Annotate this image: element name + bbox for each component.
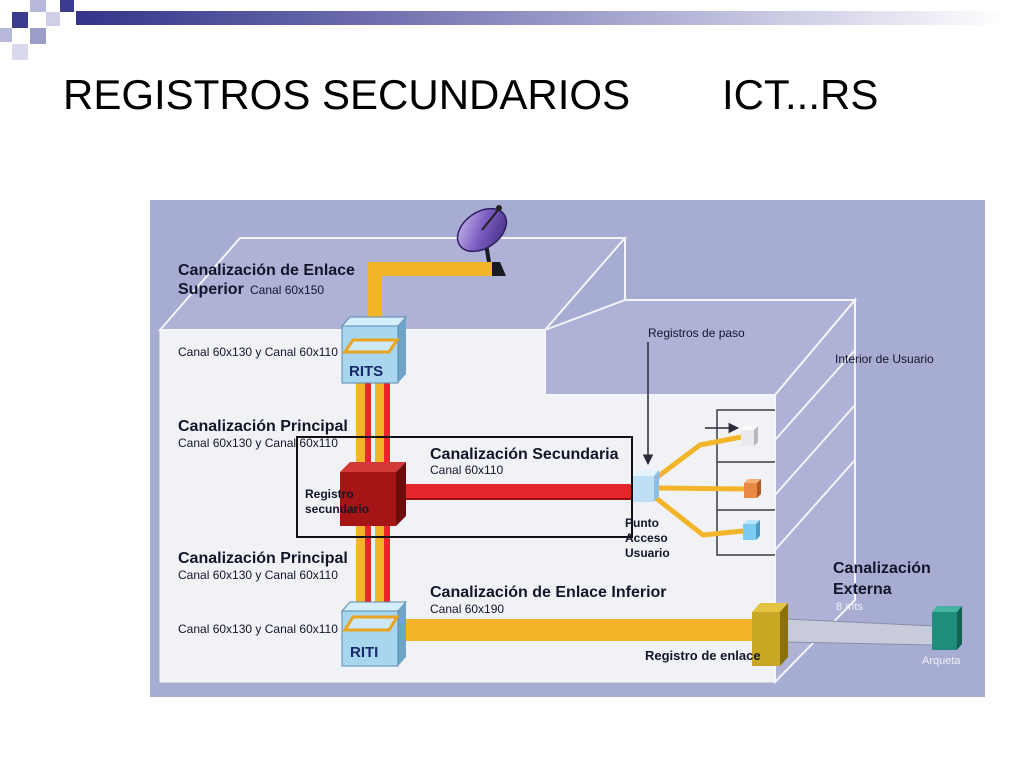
registros-paso-label: Registros de paso [648,326,745,340]
secondary-zone-frame [296,436,633,538]
principal-2-title: Canalización Principal [178,550,348,567]
pau-label-2: Acceso [625,531,668,545]
corner-square [30,28,46,44]
enlace-superior-title: Canalización de Enlace [178,262,355,279]
pau-label-1: Punto [625,516,659,530]
interior-usuario-label: Interior de Usuario [835,352,934,366]
lower-link-duct [398,619,756,641]
user-registro-blue [743,520,760,540]
pau-label-3: Usuario [625,546,670,560]
header-gradient-bar [76,11,1006,25]
rits-canal: Canal 60x130 y Canal 60x110 [178,345,338,359]
enlace-superior-title-2: Superior [178,281,244,298]
user-registro-orange [744,479,761,498]
rits-box [340,316,408,384]
side-floor-lines [774,349,856,551]
enlace-inferior-canal: Canal 60x190 [430,602,504,616]
externa-label-2: Externa [833,581,892,598]
secondary-duct [395,484,637,500]
corner-square [12,12,28,28]
slide-title: REGISTROS SECUNDARIOS [63,71,631,118]
corner-square [0,28,12,42]
principal-2-canal: Canal 60x130 y Canal 60x110 [178,568,338,582]
riti-canal: Canal 60x130 y Canal 60x110 [178,622,338,636]
arqueta-box [932,606,962,650]
slide-title-tag: ICT...RS [722,71,879,118]
building-front-face [159,329,776,683]
upper-link-duct [368,262,492,322]
registro-enlace-box [752,603,788,666]
user-ducts [654,434,746,538]
riti-label: RITI [350,644,378,661]
secundaria-canal: Canal 60x110 [430,463,503,477]
pau-box [633,470,659,502]
corner-square [60,0,74,12]
registro-enlace-label: Registro de enlace [645,648,761,663]
corner-square [12,44,28,60]
enlace-superior-canal: Canal 60x150 [250,283,324,297]
registro-secundario-label-2: secundario [305,502,369,516]
rits-label: RITS [349,363,383,380]
principal-1-title: Canalización Principal [178,418,348,435]
registro-secundario-box [340,462,406,526]
externa-length: 8 mts [836,601,863,613]
arqueta-label: Arqueta [922,655,961,667]
registro-secundario-label-1: Registro [305,487,354,501]
user-floors-panel [716,409,775,556]
ict-diagram: RITS RITI [150,200,985,697]
externa-label-1: Canalización [833,560,931,577]
riti-box [340,601,408,667]
corner-square [30,0,46,12]
principal-1-canal: Canal 60x130 y Canal 60x110 [178,436,338,450]
enlace-inferior-title: Canalización de Enlace Inferior [430,584,667,601]
user-registro-white [741,426,758,446]
secundaria-title: Canalización Secundaria [430,446,619,463]
corner-square [46,12,60,26]
